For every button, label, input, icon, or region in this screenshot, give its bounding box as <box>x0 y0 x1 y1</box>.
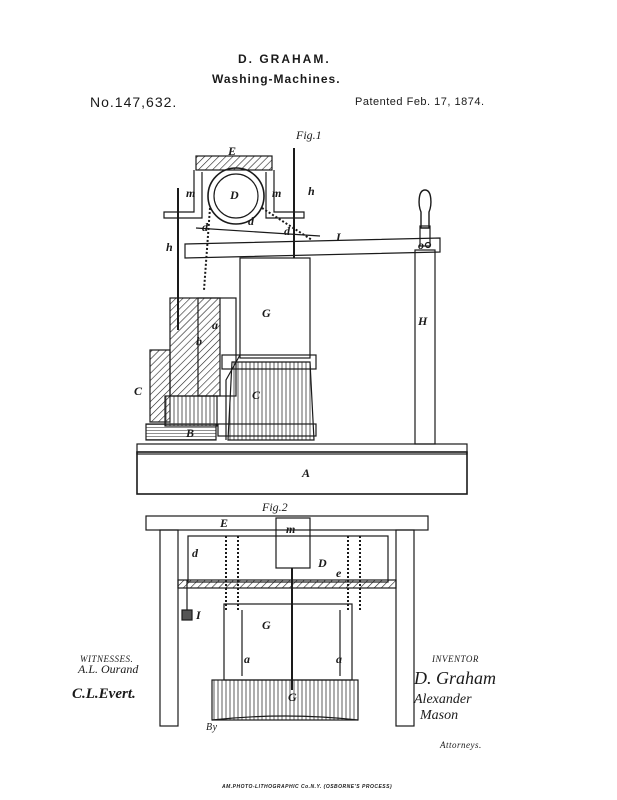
fig1-label-E: E <box>228 144 237 158</box>
attorney-signature-line2: Mason <box>420 708 459 723</box>
fig1-label-h-left: h <box>166 240 173 254</box>
fig2-label-a-left: a <box>244 652 250 666</box>
witnesses-heading: WITNESSES. <box>80 654 134 664</box>
fig1-label-A: A <box>302 466 311 480</box>
fig1-label-m-right: m <box>272 186 282 200</box>
witness-1-signature: A.L. Ourand <box>78 662 139 676</box>
witness-2-signature: C.L.Evert. <box>72 686 136 702</box>
fig2-label-G-lower: G <box>288 690 297 704</box>
fig1-label-B: B <box>186 426 195 440</box>
fig1-label-I: I <box>336 230 341 244</box>
fig2-label-e: e <box>336 566 342 580</box>
fig1-label-a: a <box>212 318 218 332</box>
fig1-label: Fig.1 <box>296 128 322 142</box>
fig1-drawing <box>136 148 468 495</box>
printer-credit: AM.PHOTO-LITHOGRAPHIC Co.N.Y. (OSBORNE'S… <box>222 784 393 790</box>
inventor-signature: D. Graham <box>414 668 497 688</box>
inventor-name: D. GRAHAM. <box>238 52 331 66</box>
fig1-label-d2: d <box>248 214 254 228</box>
patent-title: Washing-Machines. <box>212 72 341 86</box>
by-label: By <box>206 722 218 733</box>
attorneys-label: Attorneys. <box>440 740 482 750</box>
fig2-label-d: d <box>192 546 198 560</box>
fig1-label-C-main: C <box>252 388 261 402</box>
fig2-label-I: I <box>196 608 201 622</box>
fig1-label-b: b <box>196 334 202 348</box>
fig1-label-h-top: h <box>308 184 315 198</box>
fig1-label-C-left: C <box>134 384 143 398</box>
fig1-label-G: G <box>262 306 271 320</box>
fig1-label-H: H <box>418 314 428 328</box>
patent-date: Patented Feb. 17, 1874. <box>355 96 485 108</box>
fig1-label-d1: d <box>202 220 208 234</box>
fig2-label-D: D <box>318 556 327 570</box>
fig2-label-E: E <box>220 516 229 530</box>
fig2-label: Fig.2 <box>262 500 288 514</box>
attorney-signature-line1: Alexander <box>414 692 472 707</box>
fig2-label-a-right: a <box>336 652 342 666</box>
inventor-heading: INVENTOR <box>432 654 479 664</box>
fig1-label-o: o <box>418 238 424 252</box>
fig1-label-m-left: m <box>186 186 196 200</box>
fig1-label-d3: d <box>284 224 290 238</box>
fig2-drawing <box>145 515 429 727</box>
patent-number: No.147,632. <box>90 94 178 110</box>
fig2-label-m: m <box>286 522 296 536</box>
fig1-label-D: D <box>230 188 239 202</box>
fig2-label-G: G <box>262 618 271 632</box>
